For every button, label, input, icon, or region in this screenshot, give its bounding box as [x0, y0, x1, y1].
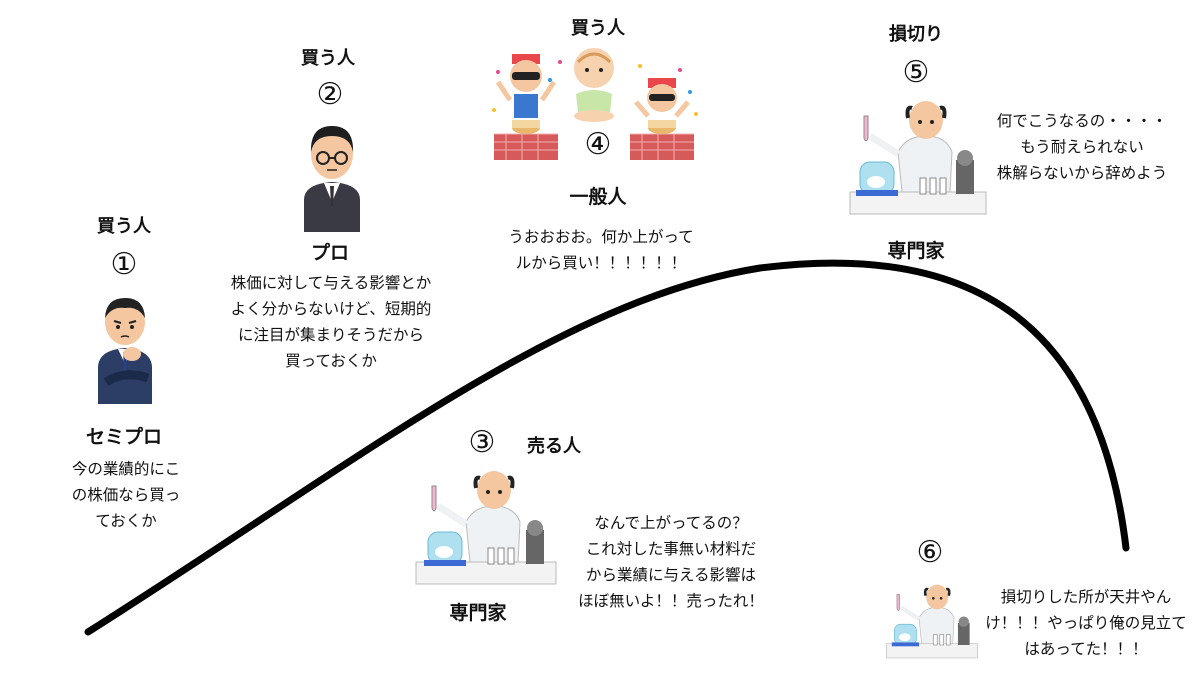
stage1-name: セミプロ [85, 426, 162, 448]
scientist-icon-3 [415, 471, 557, 585]
stage4-number: ④ [584, 127, 612, 162]
celebrating-people-icon [492, 48, 698, 160]
stage6-number: ⑥ [916, 535, 944, 570]
pro-person-icon [304, 126, 360, 232]
stage5-name: 専門家 [887, 240, 945, 262]
scientist-icon-5 [849, 101, 987, 215]
scientist-icon-6 [886, 584, 978, 659]
stage3-role: 売る人 [527, 436, 581, 457]
stage3-name: 専門家 [449, 602, 507, 624]
stage6-comment: 損切りした所が天井やん け！！！やっぱり俺の見立て はあってた！！！ [985, 588, 1187, 658]
stage3-number: ③ [468, 425, 496, 460]
stage4-comment: うおおおお。何か上がって ルから買い！！！！！！ [508, 228, 694, 272]
stage2-role: 買う人 [301, 48, 355, 69]
stage2-comment: 株価に対して与える影響とか よく分からないけど、短期的 に注目が集まりそうだから… [230, 274, 432, 370]
stage2-number: ② [316, 77, 344, 112]
stage5-number: ⑤ [902, 55, 930, 90]
stage3-comment: なんで上がってるの？ これ対した事無い材料だ から業績に与える影響は ほぼ無いよ… [578, 514, 764, 610]
stage5-comment: 何でこうなるの・・・・ もう耐えられない 株解らないから辞めよう [996, 112, 1168, 182]
semipro-person-icon [98, 298, 152, 404]
stage4-name: 一般人 [569, 186, 627, 208]
stage2-name: プロ [310, 242, 349, 264]
price-curve-line [84, 259, 1130, 636]
stage1-role: 買う人 [97, 216, 151, 237]
stage5-role: 損切り [889, 24, 943, 45]
stage4-role: 買う人 [571, 18, 625, 39]
stage1-comment: 今の業績的にこ の株価なら買っ ておくか [71, 460, 181, 530]
stage1-number: ① [110, 247, 138, 282]
